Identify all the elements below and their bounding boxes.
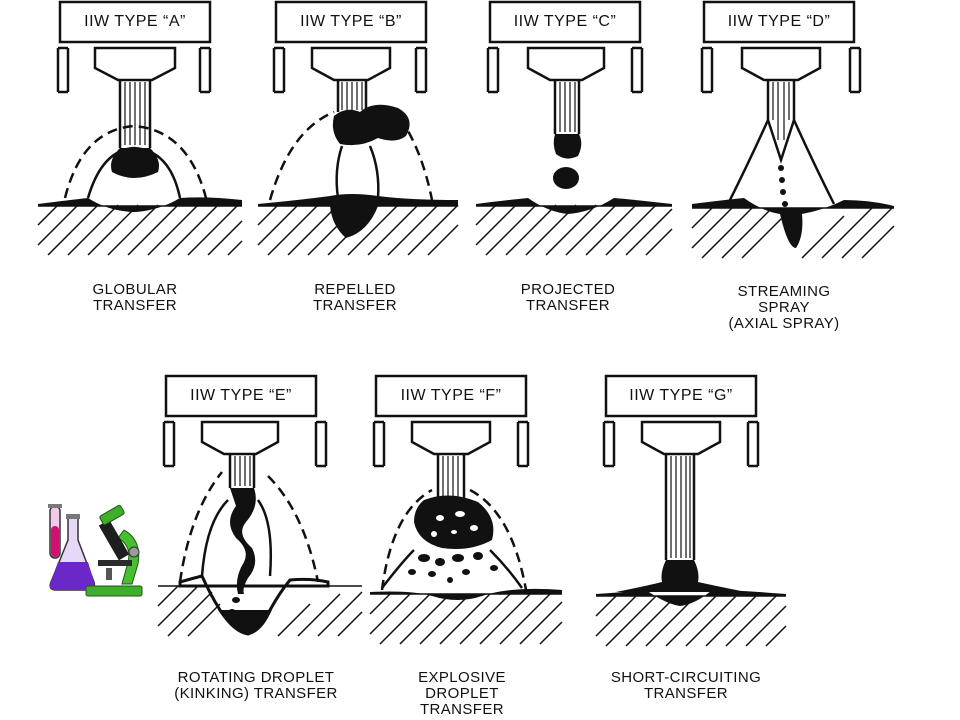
explosive-droplet-diagram: IIW TYPE “F” <box>369 374 563 645</box>
type-label: IIW TYPE “D” <box>728 13 831 30</box>
type-label: IIW TYPE “C” <box>514 13 617 30</box>
panel-type-f: IIW TYPE “F” EXPLOSIVE DROPLET TRANSFER <box>362 372 592 720</box>
contact-tube <box>93 46 177 82</box>
panel-type-a: IIW TYPE “A” GLOBULAR TRANSFER <box>30 0 260 330</box>
caption-projected: PROJECTED TRANSFER <box>468 282 668 314</box>
caption-line: PROJECTED <box>520 281 616 298</box>
caption-line: STREAMING <box>737 283 831 300</box>
caption-globular: GLOBULAR TRANSFER <box>30 282 240 314</box>
weld-pool <box>258 194 458 238</box>
type-label: IIW TYPE “F” <box>401 387 502 404</box>
droplet-neck <box>553 134 582 159</box>
repelled-droplet <box>332 104 410 146</box>
panel-type-e: IIW TYPE “E” ROTATING DROPLET (KINKING) … <box>150 372 380 720</box>
caption-rotating: ROTATING DROPLET (KINKING) TRANSFER <box>150 670 362 702</box>
spray-droplets <box>778 165 788 207</box>
type-label: IIW TYPE “B” <box>300 13 402 30</box>
globule <box>111 148 159 178</box>
kinking-stream <box>230 488 256 594</box>
caption-line: REPELLED <box>314 281 396 298</box>
projected-transfer-diagram: IIW TYPE “C” <box>475 0 673 256</box>
caption-explosive: EXPLOSIVE DROPLET TRANSFER <box>362 670 562 718</box>
caption-line: (AXIAL SPRAY) <box>728 315 840 332</box>
weld-pool <box>596 590 786 606</box>
panel-type-c: IIW TYPE “C” PROJECTED TRANSFER <box>468 0 698 330</box>
caption-line: TRANSFER <box>525 297 611 314</box>
caption-line: SPRAY <box>758 299 810 316</box>
caption-line: (KINKING) TRANSFER <box>174 685 338 702</box>
type-label: IIW TYPE “A” <box>84 13 186 30</box>
caption-line: TRANSFER <box>312 297 398 314</box>
caption-line: TRANSFER <box>419 701 505 718</box>
caption-line: TRANSFER <box>92 297 178 314</box>
weld-pool <box>38 197 242 212</box>
lab-flask-microscope-icon <box>46 500 146 600</box>
caption-line: SHORT-CIRCUITING <box>610 669 762 686</box>
projected-droplet <box>553 167 579 189</box>
torch-nozzle-box <box>58 0 212 44</box>
exploding-droplet-fragments <box>408 495 498 583</box>
globular-transfer-diagram: IIW TYPE “A” <box>37 0 243 256</box>
streaming-spray-diagram: IIW TYPE “D” <box>691 0 895 259</box>
panel-type-g: IIW TYPE “G” SHORT-CIRCUITING TRANSFER <box>586 372 816 720</box>
caption-repelled: REPELLED TRANSFER <box>250 282 460 314</box>
caption-short-circuiting: SHORT-CIRCUITING TRANSFER <box>586 670 786 702</box>
arc-envelope <box>63 124 208 199</box>
caption-line: ROTATING DROPLET <box>177 669 335 686</box>
short-circuiting-diagram: IIW TYPE “G” <box>595 374 787 647</box>
type-label: IIW TYPE “G” <box>629 387 732 404</box>
caption-line: EXPLOSIVE <box>418 669 506 686</box>
rotating-droplet-diagram: IIW TYPE “E” <box>157 374 363 637</box>
type-label: IIW TYPE “E” <box>190 387 292 404</box>
caption-line: TRANSFER <box>643 685 729 702</box>
weld-pool-finger <box>692 198 894 248</box>
caption-line: DROPLET <box>425 685 499 702</box>
base-metal-hatching <box>37 204 243 256</box>
short-circuit-bridge <box>616 560 746 592</box>
caption-line: GLOBULAR <box>92 281 178 298</box>
repelled-transfer-diagram: IIW TYPE “B” <box>257 0 459 256</box>
panel-type-b: IIW TYPE “B” REPELLED TRANSFER <box>250 0 480 330</box>
panel-type-d: IIW TYPE “D” STREAMING SPRAY (AXIAL SPRA… <box>684 0 924 340</box>
caption-streaming: STREAMING SPRAY (AXIAL SPRAY) <box>684 284 884 332</box>
